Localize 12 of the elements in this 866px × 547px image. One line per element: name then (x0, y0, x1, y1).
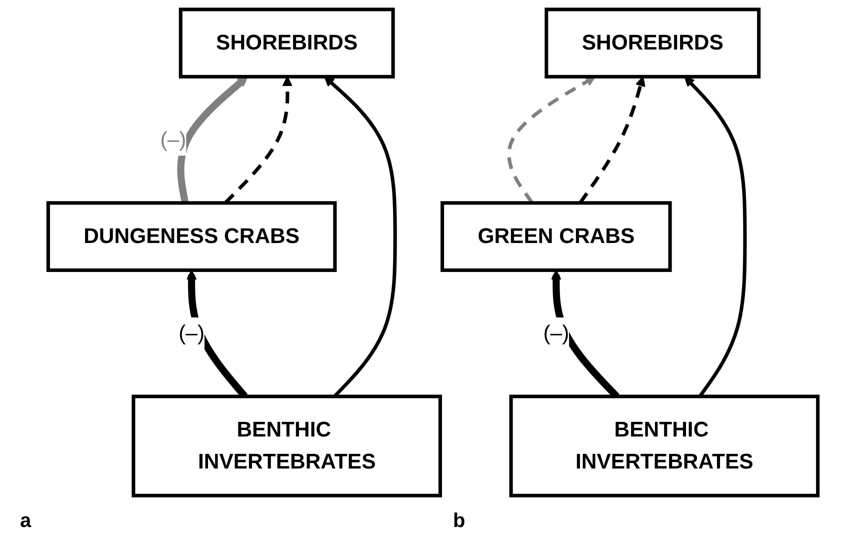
node-box: BENTHIC INVERTEBRATES (509, 394, 820, 498)
node-box: SHOREBIRDS (178, 8, 395, 78)
edge-label: (–) (160, 127, 186, 152)
node-box: SHOREBIRDS (544, 8, 761, 78)
edge-label: (–) (178, 320, 205, 345)
node-box: GREEN CRABS (440, 201, 672, 272)
node-box: BENTHIC INVERTEBRATES (132, 394, 442, 498)
edge-label: (–) (543, 320, 570, 345)
node-box: DUNGENESS CRABS (46, 201, 337, 272)
panel-label: a (20, 510, 32, 533)
arrow (507, 76, 596, 204)
panel-label: b (453, 510, 466, 533)
